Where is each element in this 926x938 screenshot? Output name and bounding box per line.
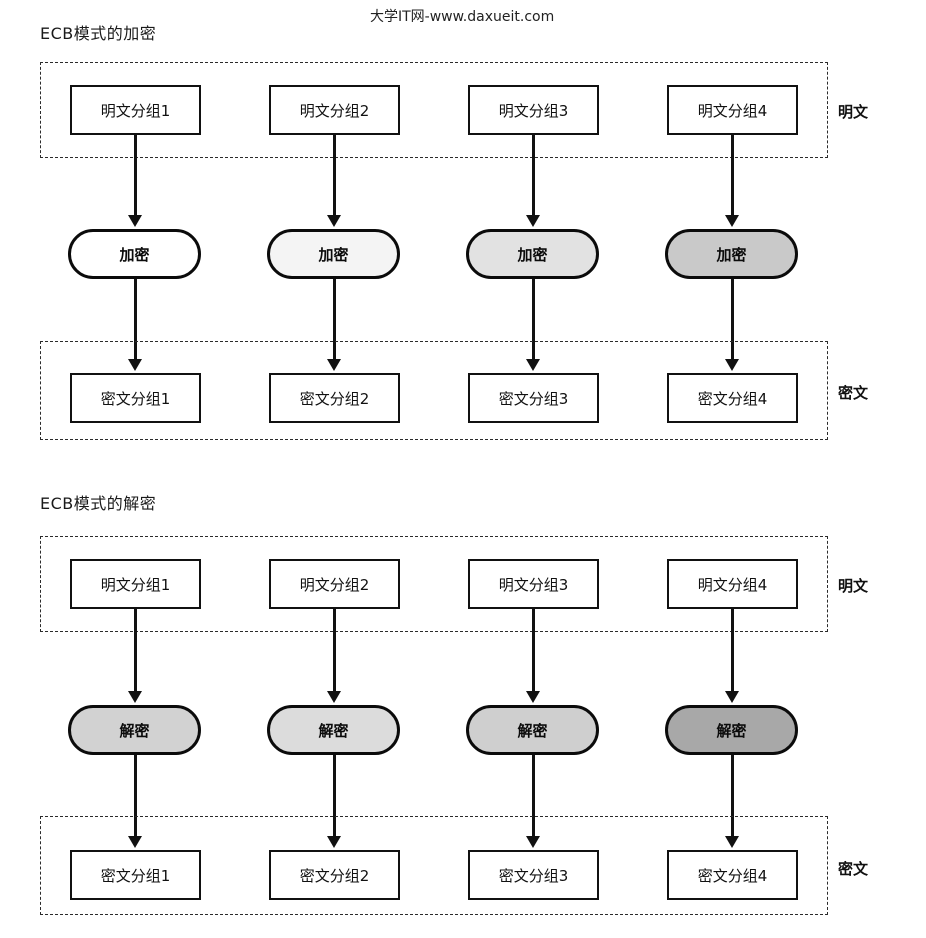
plaintext-block-4[interactable]: 明文分组4 (667, 85, 798, 135)
ciphertext-block-3[interactable]: 密文分组3 (468, 373, 599, 423)
arrow-head-enc-in-2 (327, 215, 341, 227)
encrypt-node-4[interactable]: 加密 (665, 229, 798, 279)
arrow-line-enc-out-4 (731, 279, 734, 361)
plaintext-block-1[interactable]: 明文分组1 (70, 85, 201, 135)
decryption-plaintext-block-1[interactable]: 明文分组1 (70, 559, 201, 609)
arrow-line-dec-in-2 (333, 609, 336, 693)
arrow-line-enc-in-2 (333, 135, 336, 217)
arrow-line-enc-out-2 (333, 279, 336, 361)
arrow-head-dec-out-4 (725, 836, 739, 848)
arrow-line-enc-in-4 (731, 135, 734, 217)
arrow-line-dec-in-3 (532, 609, 535, 693)
decrypt-node-2[interactable]: 解密 (267, 705, 400, 755)
plaintext-block-3[interactable]: 明文分组3 (468, 85, 599, 135)
arrow-head-dec-in-2 (327, 691, 341, 703)
plaintext-block-2[interactable]: 明文分组2 (269, 85, 400, 135)
decryption-plaintext-block-2[interactable]: 明文分组2 (269, 559, 400, 609)
encrypt-node-3[interactable]: 加密 (466, 229, 599, 279)
watermark-text: 大学IT网-www.daxueit.com (370, 9, 555, 25)
encryption-ciphertext-band-label: 密文 (838, 384, 869, 402)
decrypt-node-1[interactable]: 解密 (68, 705, 201, 755)
arrow-head-enc-out-1 (128, 359, 142, 371)
section-title-encryption: ECB模式的加密 (40, 24, 157, 43)
encrypt-node-1[interactable]: 加密 (68, 229, 201, 279)
arrow-head-dec-in-4 (725, 691, 739, 703)
ciphertext-block-4[interactable]: 密文分组4 (667, 373, 798, 423)
arrow-line-dec-in-1 (134, 609, 137, 693)
decryption-plaintext-band-label: 明文 (838, 577, 869, 595)
decryption-ciphertext-block-3[interactable]: 密文分组3 (468, 850, 599, 900)
decryption-plaintext-block-3[interactable]: 明文分组3 (468, 559, 599, 609)
decryption-ciphertext-block-2[interactable]: 密文分组2 (269, 850, 400, 900)
encryption-plaintext-band-label: 明文 (838, 103, 869, 121)
decryption-plaintext-block-4[interactable]: 明文分组4 (667, 559, 798, 609)
arrow-line-dec-out-2 (333, 755, 336, 838)
arrow-head-dec-out-3 (526, 836, 540, 848)
arrow-line-enc-out-3 (532, 279, 535, 361)
arrow-line-enc-out-1 (134, 279, 137, 361)
decryption-ciphertext-block-1[interactable]: 密文分组1 (70, 850, 201, 900)
arrow-line-dec-out-1 (134, 755, 137, 838)
arrow-line-dec-out-4 (731, 755, 734, 838)
arrow-line-enc-in-1 (134, 135, 137, 217)
ciphertext-block-2[interactable]: 密文分组2 (269, 373, 400, 423)
decryption-ciphertext-band-label: 密文 (838, 860, 869, 878)
arrow-head-enc-in-1 (128, 215, 142, 227)
decryption-ciphertext-band (40, 816, 828, 915)
decrypt-node-3[interactable]: 解密 (466, 705, 599, 755)
arrow-head-enc-out-2 (327, 359, 341, 371)
ciphertext-block-1[interactable]: 密文分组1 (70, 373, 201, 423)
encrypt-node-2[interactable]: 加密 (267, 229, 400, 279)
arrow-head-enc-out-3 (526, 359, 540, 371)
decryption-ciphertext-block-4[interactable]: 密文分组4 (667, 850, 798, 900)
arrow-head-dec-out-2 (327, 836, 341, 848)
encryption-plaintext-band (40, 62, 828, 158)
decryption-plaintext-band (40, 536, 828, 632)
decrypt-node-4[interactable]: 解密 (665, 705, 798, 755)
arrow-head-dec-in-1 (128, 691, 142, 703)
encryption-ciphertext-band (40, 341, 828, 440)
arrow-line-dec-in-4 (731, 609, 734, 693)
arrow-line-dec-out-3 (532, 755, 535, 838)
arrow-line-enc-in-3 (532, 135, 535, 217)
section-title-decryption: ECB模式的解密 (40, 494, 157, 513)
arrow-head-dec-in-3 (526, 691, 540, 703)
arrow-head-dec-out-1 (128, 836, 142, 848)
arrow-head-enc-in-3 (526, 215, 540, 227)
arrow-head-enc-in-4 (725, 215, 739, 227)
arrow-head-enc-out-4 (725, 359, 739, 371)
